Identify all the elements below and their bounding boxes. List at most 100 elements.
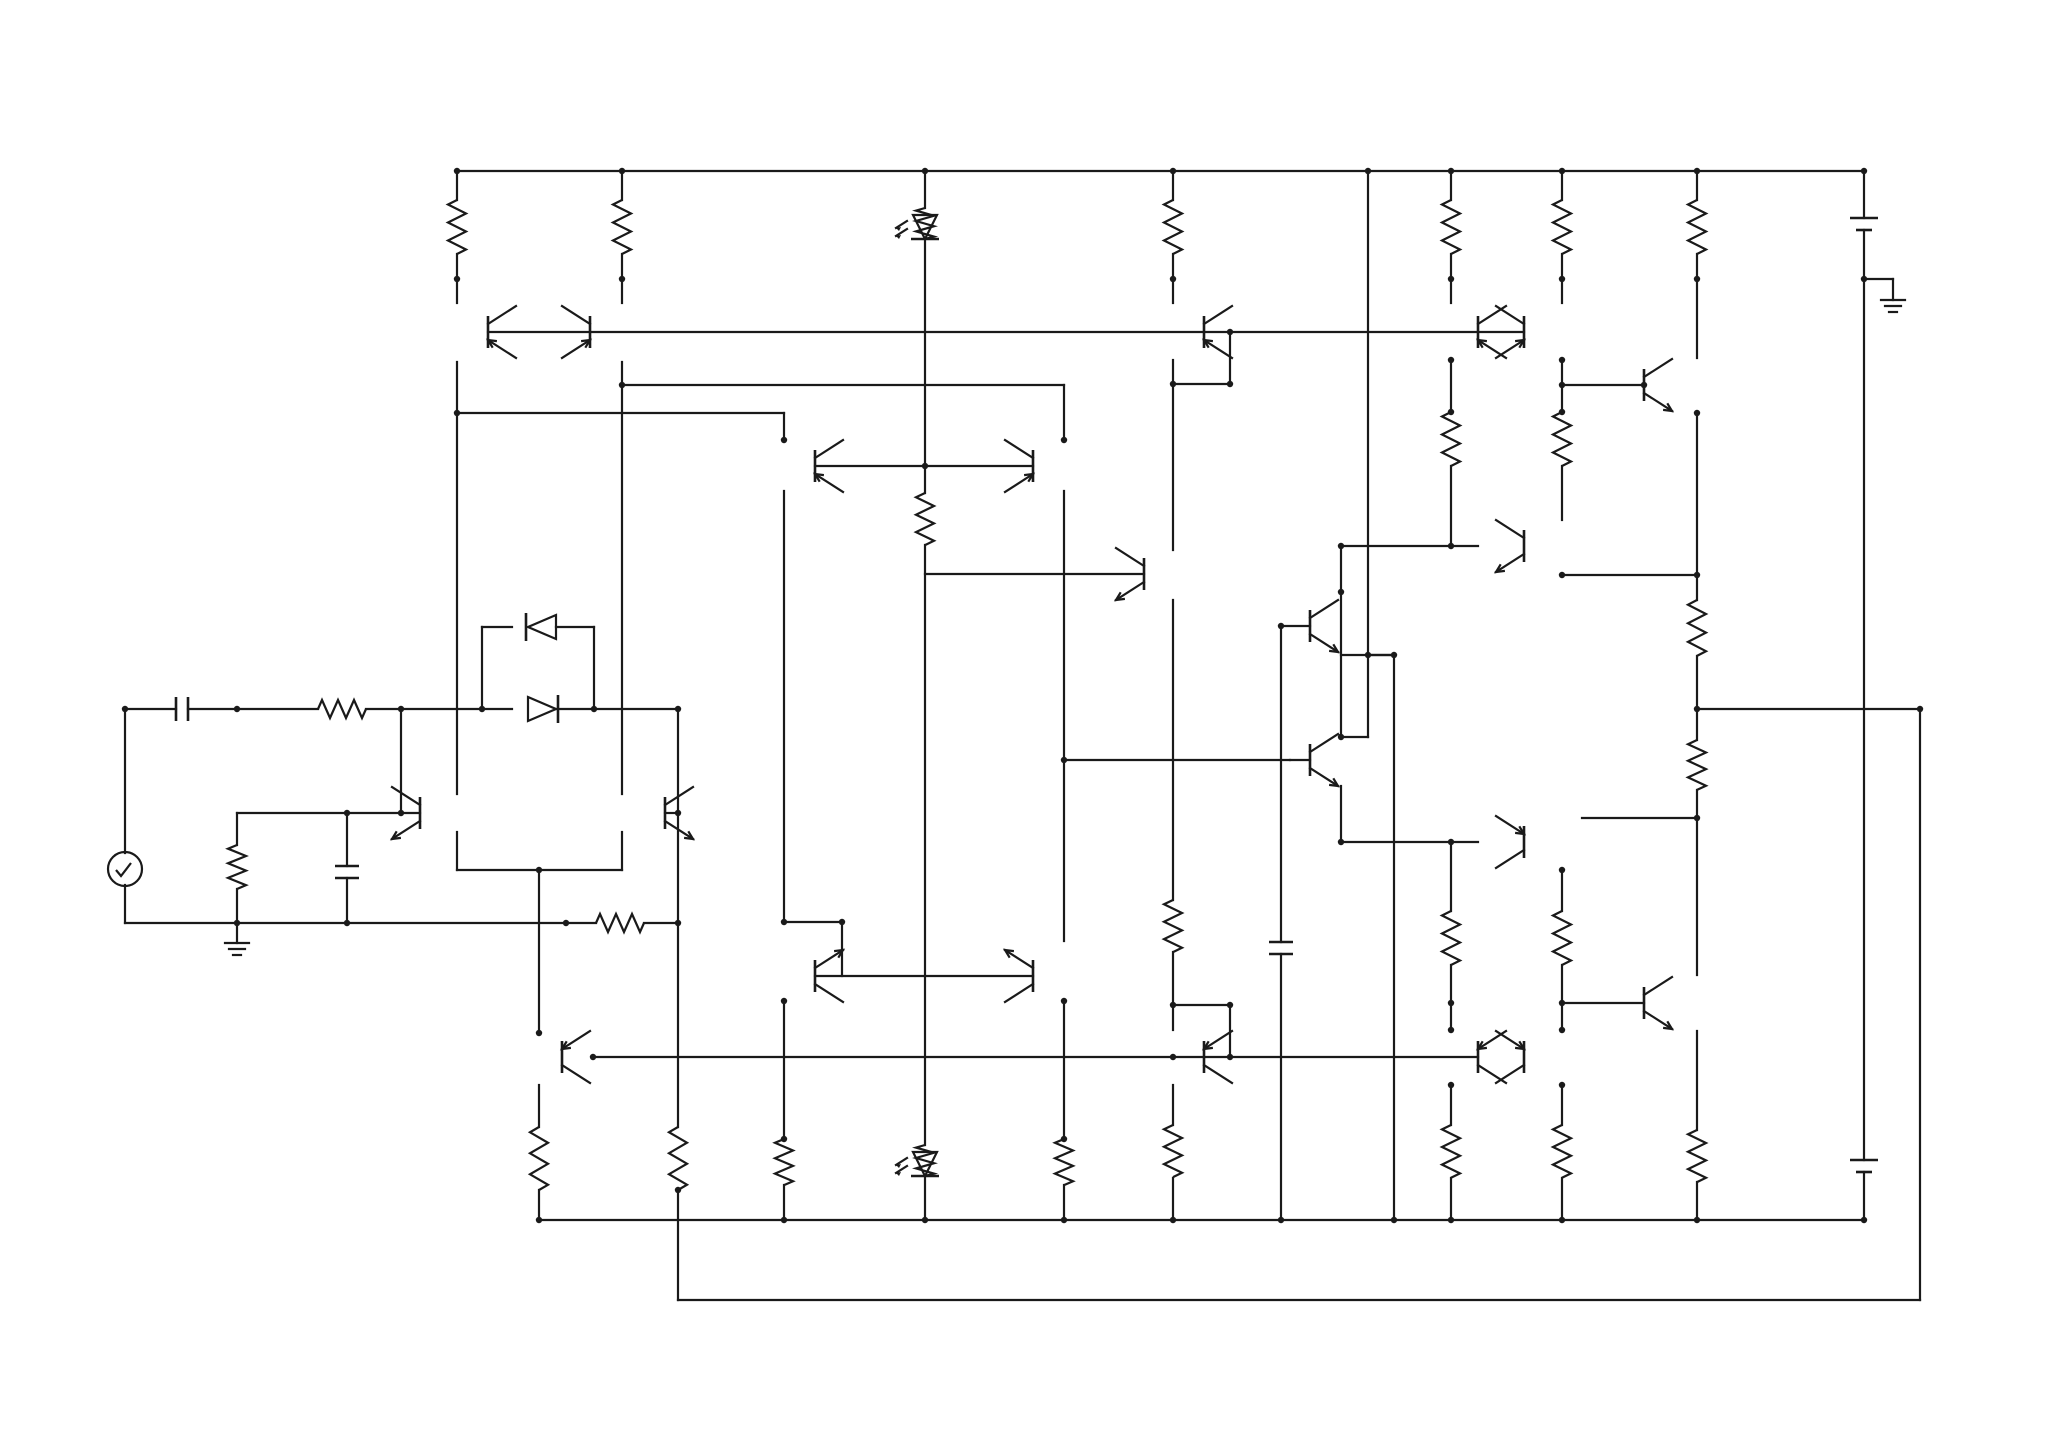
transistor-pnp [485, 304, 518, 360]
transistor-pnp [1494, 304, 1527, 360]
junction-dot [838, 918, 846, 926]
transistor-npn [663, 785, 696, 841]
junction-dot [1558, 1081, 1566, 1089]
grounds [223, 298, 1907, 957]
junction-dot [1860, 275, 1868, 283]
resistor [912, 206, 939, 241]
resistor [1161, 1124, 1185, 1179]
junction-dot [1558, 866, 1566, 874]
led [894, 1150, 939, 1179]
junction-dot [618, 381, 626, 389]
junction-dot [921, 1216, 929, 1224]
junction-dot [1558, 356, 1566, 364]
junction-dot [1558, 571, 1566, 579]
resistor [316, 697, 368, 721]
junctions [121, 167, 1924, 1224]
transistor-npn [1642, 357, 1675, 413]
junction-dot [1558, 167, 1566, 175]
junction-dot [1277, 1216, 1285, 1224]
resistor [1685, 739, 1709, 791]
ground-symbol [223, 941, 251, 957]
transistor-pnp [1475, 1029, 1508, 1085]
capacitors [174, 697, 1293, 956]
leds [894, 213, 939, 1179]
transistor-npn [389, 785, 422, 841]
junction-dot [1860, 1216, 1868, 1224]
transistor-npn [1113, 546, 1146, 602]
junction-dot [1447, 275, 1455, 283]
transistor-pnp [1201, 304, 1234, 360]
junction-dot [478, 705, 486, 713]
junction-dot [1169, 1053, 1177, 1061]
junction-dot [1447, 542, 1455, 550]
ac-source [106, 850, 144, 888]
junction-dot [1693, 409, 1701, 417]
wires [123, 169, 1922, 1302]
diode [526, 695, 560, 723]
junction-dot [535, 866, 543, 874]
junction-dot [1364, 651, 1372, 659]
junction-dot [453, 167, 461, 175]
capacitor [1269, 940, 1293, 956]
junction-dot [1226, 328, 1234, 336]
transistor-pnp [560, 304, 593, 360]
junction-dot [674, 1186, 682, 1194]
resistor [1439, 910, 1463, 966]
junction-dot [1447, 999, 1455, 1007]
resistor [1439, 1124, 1463, 1179]
junction-dot [1447, 1081, 1455, 1089]
junction-dot [780, 918, 788, 926]
resistor [1685, 1129, 1709, 1184]
transistor-pnp [1494, 1029, 1527, 1085]
battery [1850, 1158, 1878, 1174]
led [894, 213, 939, 242]
junction-dot [1447, 356, 1455, 364]
junction-dot [1558, 999, 1566, 1007]
junction-dot [780, 436, 788, 444]
transistor-npn [813, 948, 846, 1004]
junction-dot [674, 919, 682, 927]
transistor-npn [1642, 975, 1675, 1031]
junction-dot [343, 809, 351, 817]
junction-dot [1558, 1026, 1566, 1034]
resistor [225, 843, 249, 891]
junction-dot [1060, 1135, 1068, 1143]
junction-dot [1558, 408, 1566, 416]
junction-dot [1558, 381, 1566, 389]
junction-dot [780, 1216, 788, 1224]
resistor [912, 1143, 939, 1178]
junction-dot [453, 275, 461, 283]
junction-dot [780, 997, 788, 1005]
resistor [1550, 411, 1574, 467]
junction-dot [1060, 997, 1068, 1005]
junction-dot [674, 809, 682, 817]
junction-dot [1693, 1216, 1701, 1224]
junction-dot [562, 919, 570, 927]
junction-dot [1447, 167, 1455, 175]
transistor-pnp [1201, 1029, 1234, 1085]
resistor [1550, 199, 1574, 255]
diodes [524, 613, 560, 723]
transistor-pnp [1494, 814, 1527, 870]
junction-dot [1693, 275, 1701, 283]
junction-dot [1060, 436, 1068, 444]
junction-dot [1364, 167, 1372, 175]
diode [524, 613, 558, 641]
junction-dot [121, 705, 129, 713]
junction-dot [589, 1053, 597, 1061]
junction-dot [618, 167, 626, 175]
resistor [1685, 199, 1709, 255]
transistor-npn [1308, 598, 1341, 654]
resistor [1685, 599, 1709, 657]
junction-dot [1390, 1216, 1398, 1224]
resistor [913, 492, 937, 547]
junction-dot [1337, 733, 1345, 741]
junction-dot [1693, 571, 1701, 579]
junction-dot [618, 275, 626, 283]
junction-dot [780, 1135, 788, 1143]
junction-dot [674, 705, 682, 713]
junction-dot [1226, 1001, 1234, 1009]
junction-dot [1169, 1001, 1177, 1009]
resistor [1439, 411, 1463, 467]
junction-dot [535, 1029, 543, 1037]
